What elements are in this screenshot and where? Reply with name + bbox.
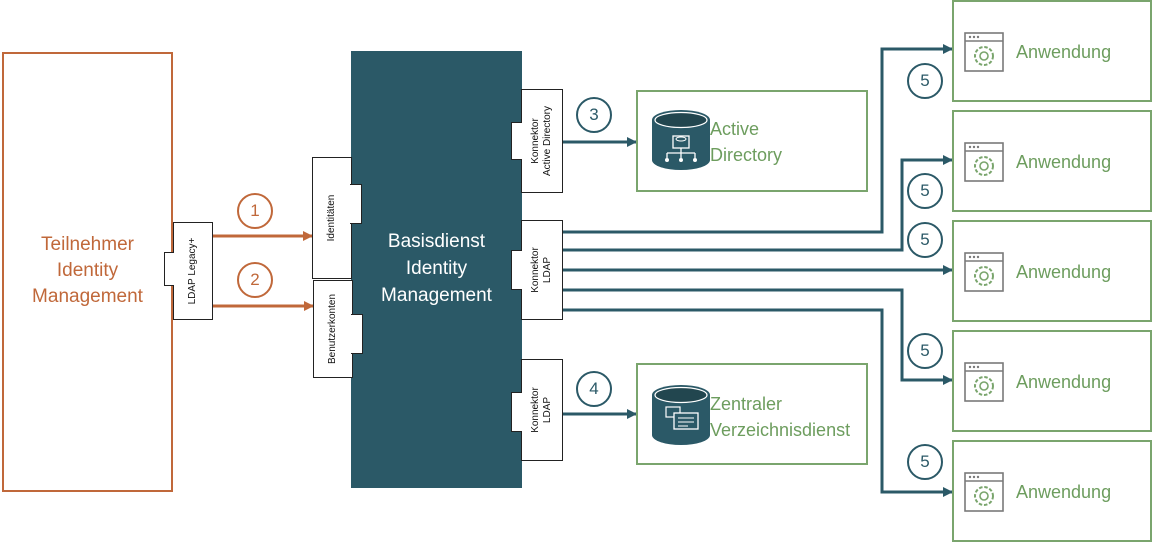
gear-window-icon (964, 472, 1004, 512)
flow-5a-line (562, 44, 953, 234)
hub-label-line1: Basisdienst (387, 231, 486, 252)
active-directory-line2: Directory (710, 145, 783, 165)
step-2-circle: 2 (237, 262, 273, 298)
flow-5e-line (562, 308, 953, 497)
participant-label-line3: Management (32, 286, 143, 307)
accounts-port: Benutzerkonten (313, 280, 353, 378)
active-directory-line1: Active (710, 119, 760, 139)
application-box: Anwendung (952, 220, 1152, 322)
step-5-circle: 5 (907, 222, 943, 258)
step-4-circle: 4 (576, 371, 612, 407)
identities-port: Identitäten (312, 157, 352, 279)
connector-ldap-dir-label: Konnektor LDAP (530, 387, 554, 433)
gear-window-icon (964, 252, 1004, 292)
ldap-legacy-connector: LDAP Legacy+ (173, 222, 213, 320)
application-box: Anwendung (952, 0, 1152, 102)
application-label: Anwendung (1016, 262, 1112, 282)
connector-ad-label: Konnektor Active Directory (530, 106, 554, 176)
application-box: Anwendung (952, 110, 1152, 212)
application-box: Anwendung (952, 330, 1152, 432)
flow-5b-line (562, 155, 953, 252)
step-1-circle: 1 (237, 193, 273, 229)
step-5-circle: 5 (907, 63, 943, 99)
gear-window-icon (964, 142, 1004, 182)
connector-ldap-apps: Konnektor LDAP (521, 220, 563, 320)
ldap-legacy-notch (164, 252, 174, 286)
application-label: Anwendung (1016, 42, 1112, 62)
central-directory-label: Zentraler Verzeichnisdienst (710, 391, 850, 443)
database-icon (652, 110, 710, 170)
connector-ldap-dir-line1: Konnektor (530, 387, 541, 433)
ldap-legacy-label: LDAP Legacy+ (187, 237, 198, 305)
connector-ad-notch (511, 122, 522, 160)
connector-ldap-dir-notch (511, 392, 522, 432)
hub-label-line3: Management (381, 285, 492, 306)
accounts-port-label: Benutzerkonten (327, 293, 338, 365)
connector-ad-line2: Active Directory (542, 105, 553, 177)
central-directory-line2: Verzeichnisdienst (710, 420, 851, 440)
participant-idm-label: Teilnehmer Identity Management (2, 232, 173, 310)
connector-ldap-apps-line2: LDAP (542, 256, 553, 284)
application-label: Anwendung (1016, 372, 1112, 392)
participant-label-line2: Identity (56, 260, 119, 281)
connector-ldap-apps-label: Konnektor LDAP (530, 247, 554, 293)
hub-label-line2: Identity (405, 258, 468, 279)
accounts-port-notch (351, 314, 363, 354)
connector-ldap-apps-notch (511, 250, 522, 290)
flow-5d-line (562, 288, 953, 385)
active-directory-box: Active Directory (636, 90, 868, 192)
central-directory-line1: Zentraler (710, 394, 783, 414)
central-directory-box: Zentraler Verzeichnisdienst (636, 363, 868, 465)
identities-port-label: Identitäten (326, 194, 337, 242)
basisdienst-idm-label: Basisdienst Identity Management (351, 228, 522, 309)
gear-window-icon (964, 362, 1004, 402)
basisdienst-idm-box (351, 51, 522, 488)
application-label: Anwendung (1016, 482, 1112, 502)
step-3-circle: 3 (576, 97, 612, 133)
gear-window-icon (964, 32, 1004, 72)
active-directory-label: Active Directory (710, 116, 782, 168)
step-5-circle: 5 (907, 173, 943, 209)
step-5-circle: 5 (907, 333, 943, 369)
connector-ad: Konnektor Active Directory (521, 89, 563, 193)
connector-ldap-dir: Konnektor LDAP (521, 359, 563, 461)
identities-port-notch (350, 184, 362, 224)
application-box: Anwendung (952, 440, 1152, 542)
connector-ldap-apps-line1: Konnektor (530, 247, 541, 293)
database-icon (652, 385, 710, 445)
connector-ad-line1: Konnektor (530, 118, 541, 164)
application-label: Anwendung (1016, 152, 1112, 172)
participant-label-line1: Teilnehmer (41, 234, 134, 255)
connector-ldap-dir-line2: LDAP (542, 396, 553, 424)
step-5-circle: 5 (907, 444, 943, 480)
